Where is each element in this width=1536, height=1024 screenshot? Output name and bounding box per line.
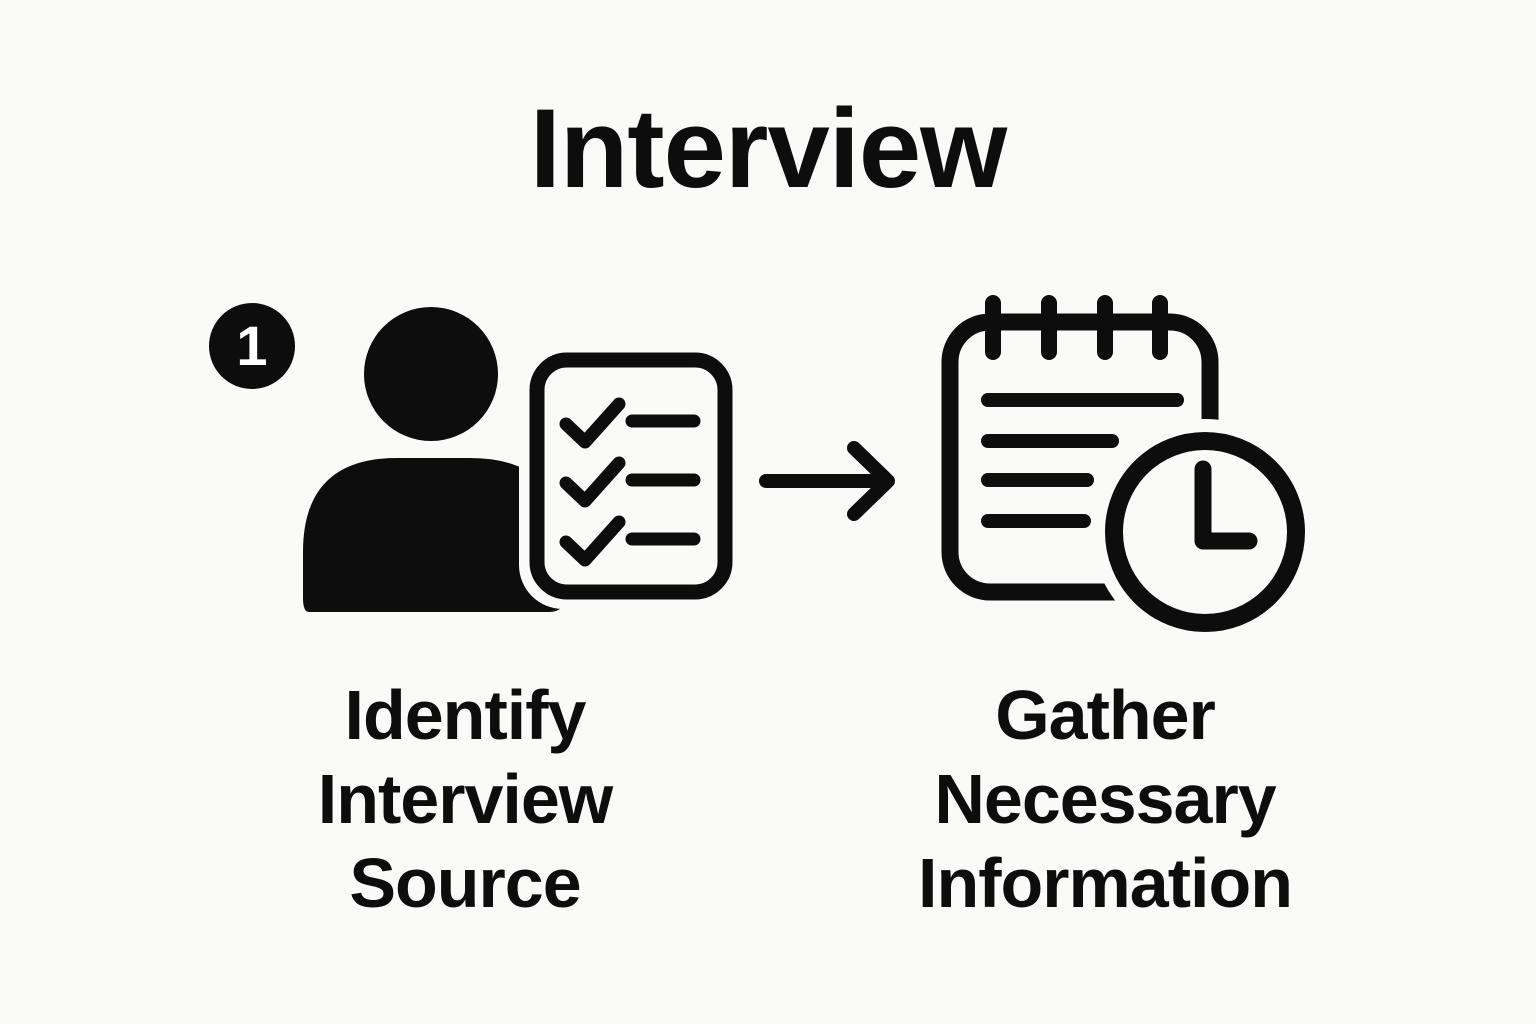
step-label-line: Source: [349, 844, 581, 922]
step-label-line: Identify: [344, 676, 587, 754]
step-number-badge: 1: [209, 303, 295, 389]
page-title: Interview: [529, 86, 1008, 211]
step-label: Gather Necessary Information: [805, 673, 1405, 925]
step-label-line: Gather: [995, 676, 1216, 754]
clock-hands: [1194, 460, 1258, 550]
checkmark-icon: [559, 397, 626, 449]
step-label: Identify Interview Source: [165, 673, 765, 925]
clock-icon: [1092, 419, 1318, 645]
step-label-line: Necessary: [934, 760, 1276, 838]
checkmark-icon: [559, 515, 626, 567]
step-label-line: Interview: [317, 760, 613, 838]
person-icon: [303, 307, 565, 612]
step-label-line: Information: [918, 844, 1293, 922]
step-number: 1: [236, 314, 268, 377]
checkmark-icon: [559, 456, 626, 508]
checklist-icon: [519, 343, 741, 609]
arrow-right-icon: [759, 441, 895, 521]
